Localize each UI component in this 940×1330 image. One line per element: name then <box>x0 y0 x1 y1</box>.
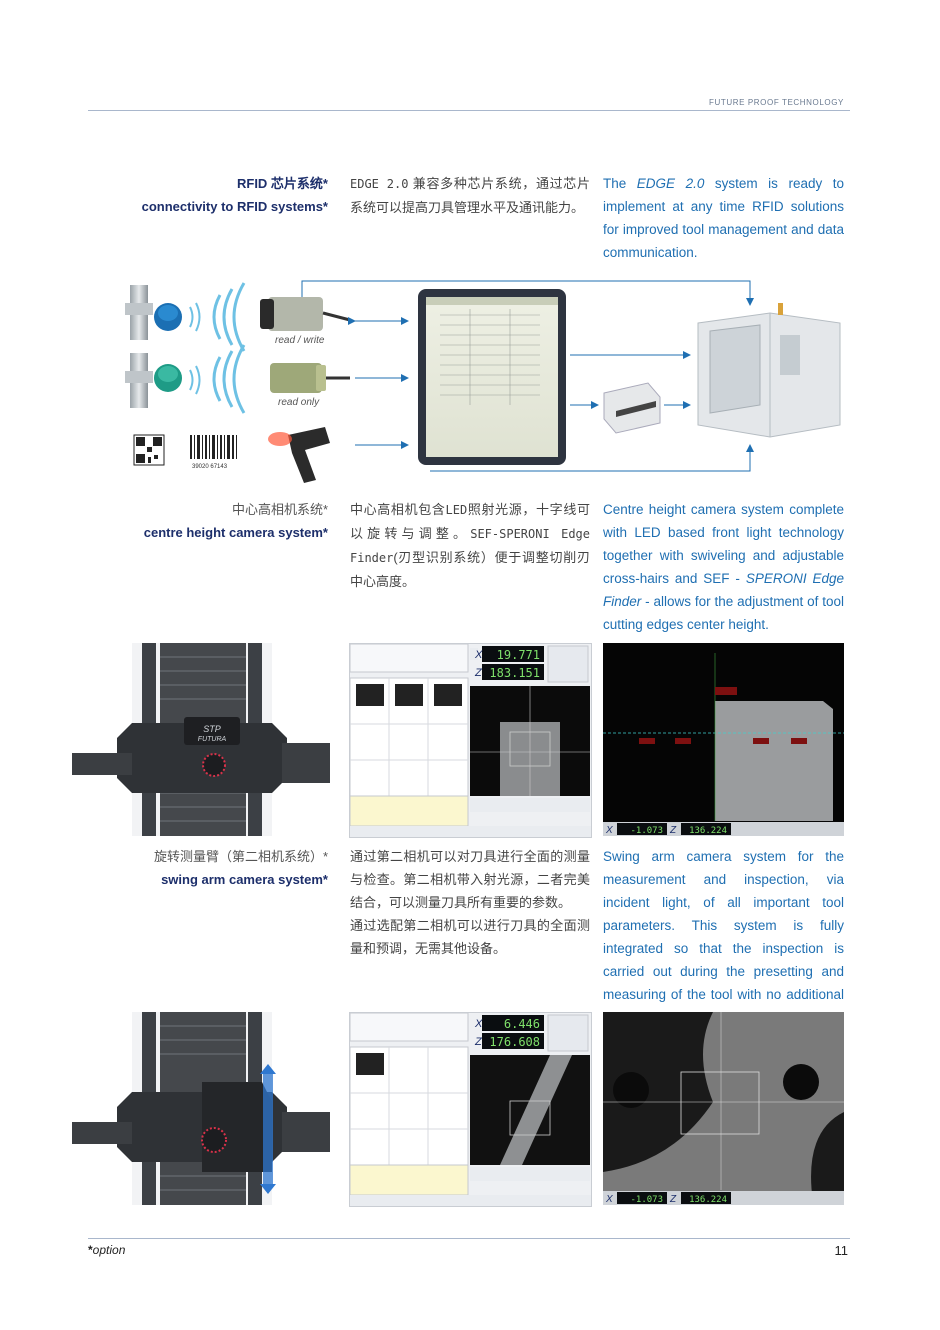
camera-unit-photo: STP FUTURA <box>72 643 330 836</box>
centre-text-cn: 中心高相机包含LED照射光源，十字线可以旋转与调整。SEF-SPERONI Ed… <box>350 502 590 589</box>
swing-software-screenshot: X Z 6.446 176.608 <box>349 1012 592 1207</box>
page-number: 11 <box>834 1243 849 1258</box>
read-write-label: read / write <box>275 335 325 346</box>
swing-lcd-x-readout: 6.446 <box>504 1017 540 1031</box>
axis-x-label: X <box>474 649 483 661</box>
barcode-scanner-icon <box>268 427 330 483</box>
rfid-label-zh: RFID 芯片系统* <box>236 176 328 191</box>
machine-tool-icon <box>697 303 841 438</box>
axis-z-label-3: Z <box>474 1036 483 1048</box>
monitor-icon <box>418 289 566 465</box>
swing-label-en: swing arm camera system* <box>161 872 328 887</box>
centre-software-screenshot: X Z 19.771 183.151 <box>349 643 592 838</box>
footer-option-note: *option <box>88 1243 126 1257</box>
swing-arm-photo <box>72 1012 330 1205</box>
printer-icon <box>603 382 661 434</box>
rfid-wave-icon <box>189 282 246 352</box>
swing-lcd-x-readout-2: -1.073 <box>630 1195 663 1205</box>
rfid-reader-icon <box>260 297 351 331</box>
tool-holder-icon <box>125 353 182 408</box>
swing-text-en: Swing arm camera system for the measurem… <box>603 849 844 1025</box>
axis-x-label-2: X <box>605 825 613 836</box>
header-title: FUTURE PROOF TECHNOLOGY <box>709 98 844 107</box>
axis-x-label-4: X <box>605 1194 613 1205</box>
rfid-reader-icon <box>270 363 350 393</box>
swing-label: 旋转测量臂（第二相机系统）* swing arm camera system* <box>88 845 328 891</box>
rfid-text-cn: EDGE 2.0 兼容多种芯片系统，通过芯片系统可以提高刀具管理水平及通讯能力。 <box>350 176 590 215</box>
axis-z-label-4: Z <box>669 1194 677 1205</box>
footer-rule <box>88 1238 850 1239</box>
swing-inspection-screenshot: X Z -1.073 136.224 <box>603 1012 844 1205</box>
barcode-digits: 39020 67143 <box>192 464 228 470</box>
read-only-label: read only <box>278 397 320 408</box>
rfid-label: RFID 芯片系统* connectivity to RFID systems* <box>88 172 328 218</box>
centre-label-zh: 中心高相机系统* <box>231 502 328 517</box>
lcd-z-readout: 183.151 <box>489 666 540 680</box>
swing-lcd-z-readout: 176.608 <box>489 1035 540 1049</box>
swing-label-zh: 旋转测量臂（第二相机系统）* <box>153 849 328 864</box>
tool-holder-icon <box>125 285 182 340</box>
rfid-wave-icon <box>189 344 246 414</box>
axis-x-label-3: X <box>474 1018 483 1030</box>
axis-z-label: Z <box>474 667 483 679</box>
swing-lcd-z-readout-2: 136.224 <box>689 1195 727 1205</box>
axis-z-label-2: Z <box>669 825 677 836</box>
header-rule <box>88 110 850 111</box>
brand-futura: FUTURA <box>198 736 227 743</box>
qr-code-icon <box>133 434 165 466</box>
barcode-icon <box>190 435 237 459</box>
lcd-x-readout-2: -1.073 <box>630 826 663 836</box>
swing-text-cn: 通过第二相机可以对刀具进行全面的测量与检查。第二相机带入射光源，二者完美结合，可… <box>350 849 590 956</box>
rfid-diagram: read / write read only 39020 67143 <box>125 280 841 483</box>
centre-text-en: Centre height camera system complete wit… <box>603 502 845 632</box>
rfid-label-en: connectivity to RFID systems* <box>141 199 328 214</box>
lcd-x-readout: 19.771 <box>497 648 540 662</box>
rfid-text-en: The EDGE 2.0 system is ready to implemen… <box>603 176 844 260</box>
lcd-z-readout-2: 136.224 <box>689 826 727 836</box>
centre-edge-finder-screenshot: X Z -1.073 136.224 <box>603 643 844 836</box>
centre-label: 中心高相机系统* centre height camera system* <box>88 498 328 544</box>
centre-label-en: centre height camera system* <box>143 525 328 540</box>
brand-stp: STP <box>203 724 221 734</box>
